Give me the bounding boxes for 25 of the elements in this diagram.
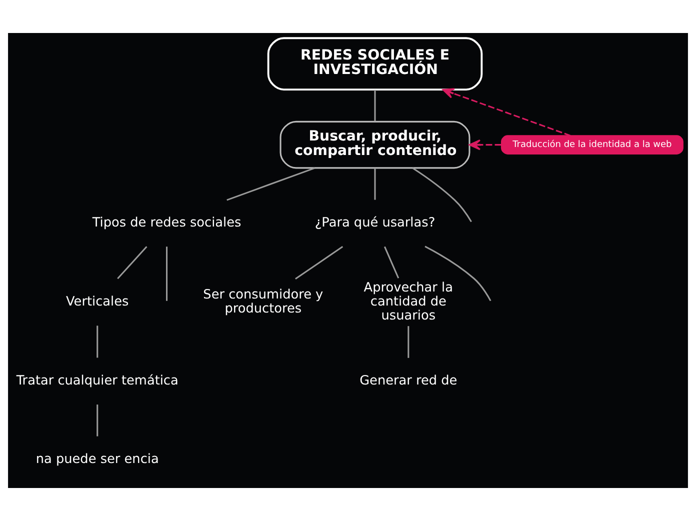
node-text: ¿Para qué usarlas?	[314, 214, 436, 230]
node-text: Verticales	[66, 294, 129, 309]
node-box: REDES SOCIALES E INVESTIGACIÓN	[267, 36, 483, 90]
connector	[166, 246, 168, 300]
node-text: Generar red de	[360, 373, 458, 388]
node-text: na puede ser encia	[36, 451, 159, 466]
node-text: Aprovechar la cantidad de usuarios	[364, 280, 454, 324]
connector	[412, 166, 472, 222]
arrow	[442, 88, 571, 136]
connector	[295, 246, 344, 280]
connector	[96, 325, 98, 358]
connector	[96, 404, 98, 436]
node-text: Tipos de redes sociales	[92, 214, 242, 230]
node-box: Buscar, producir, compartir contenido	[280, 120, 470, 168]
node-text: Ser consumidore y productores	[203, 286, 324, 316]
connector	[424, 245, 492, 301]
connector	[226, 166, 316, 200]
connector	[117, 246, 148, 279]
connector	[374, 168, 376, 200]
node-text: Tratar cualquier temática	[16, 373, 178, 388]
node-box: Traducción de la identidad a la web	[500, 134, 684, 154]
connector	[374, 89, 376, 121]
connector	[408, 326, 410, 358]
connector	[384, 246, 400, 278]
arrow	[468, 138, 502, 150]
